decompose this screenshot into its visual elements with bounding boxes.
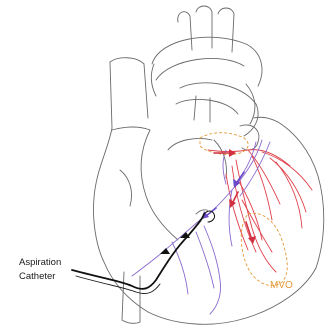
venous-flow-arrows [202,172,244,219]
aspiration-catheter-label: Aspiration Catheter [19,256,61,284]
mvo-label: MVO [270,280,293,291]
flow-arrows [214,149,256,244]
catheter-label-line1: Aspiration [19,256,61,270]
mvo-zone [200,133,287,286]
aspiration-catheter [72,210,215,294]
coronary-veins [132,140,270,314]
catheter-label-line2: Catheter [19,270,61,284]
